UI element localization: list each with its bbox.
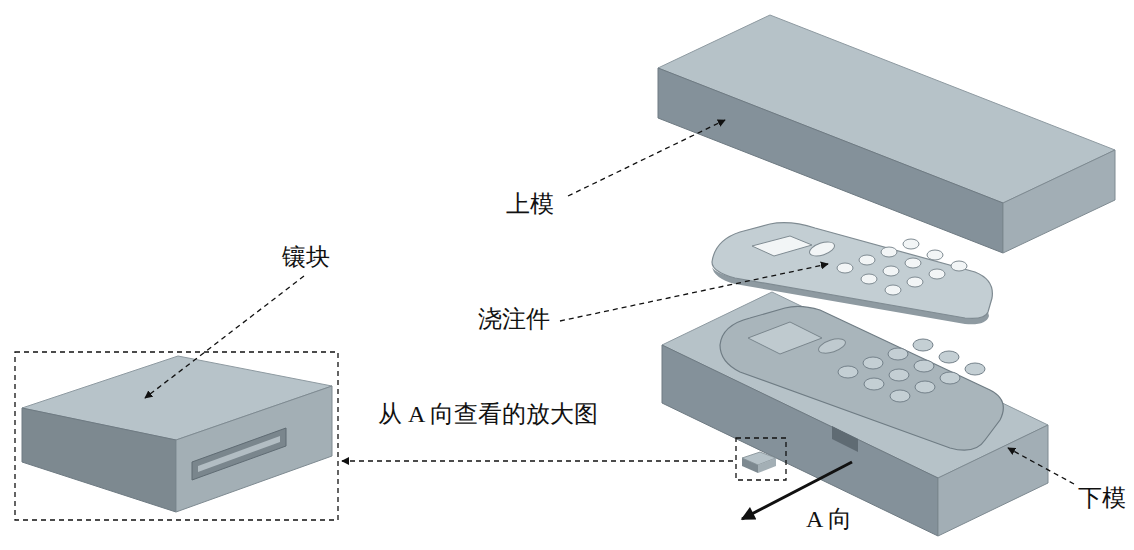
- gate-notch: [832, 426, 858, 452]
- part-label: 上模: [506, 190, 554, 219]
- detail-frame-large: [15, 352, 338, 520]
- cavity-screen: [748, 322, 822, 354]
- part-label: 下模: [1078, 484, 1126, 513]
- upper-mold-front: [658, 68, 1003, 253]
- part-label: 浇注件: [478, 305, 550, 334]
- part-label: 从 A 向查看的放大图: [378, 400, 598, 429]
- mold-cavity: [720, 306, 1003, 450]
- casting-hole: [808, 239, 836, 258]
- view-leader: [342, 460, 733, 461]
- casting-keys: [837, 239, 967, 295]
- leader-line: [560, 264, 828, 321]
- insert-enlarged: [22, 356, 332, 512]
- casting-window: [752, 236, 812, 256]
- leader-line: [1008, 448, 1074, 484]
- insert-small: [742, 452, 776, 473]
- upper-mold: [658, 15, 1115, 253]
- cavity-boss: [817, 336, 847, 356]
- leader-line: [145, 276, 304, 398]
- upper-mold-side: [1003, 150, 1115, 253]
- part-label: A 向: [806, 505, 852, 534]
- part-label: 镶块: [282, 243, 330, 272]
- detail-frame-small: [736, 438, 786, 480]
- leader-line: [568, 120, 725, 196]
- cavity-keys: [838, 339, 985, 402]
- lower-mold: [662, 292, 1048, 536]
